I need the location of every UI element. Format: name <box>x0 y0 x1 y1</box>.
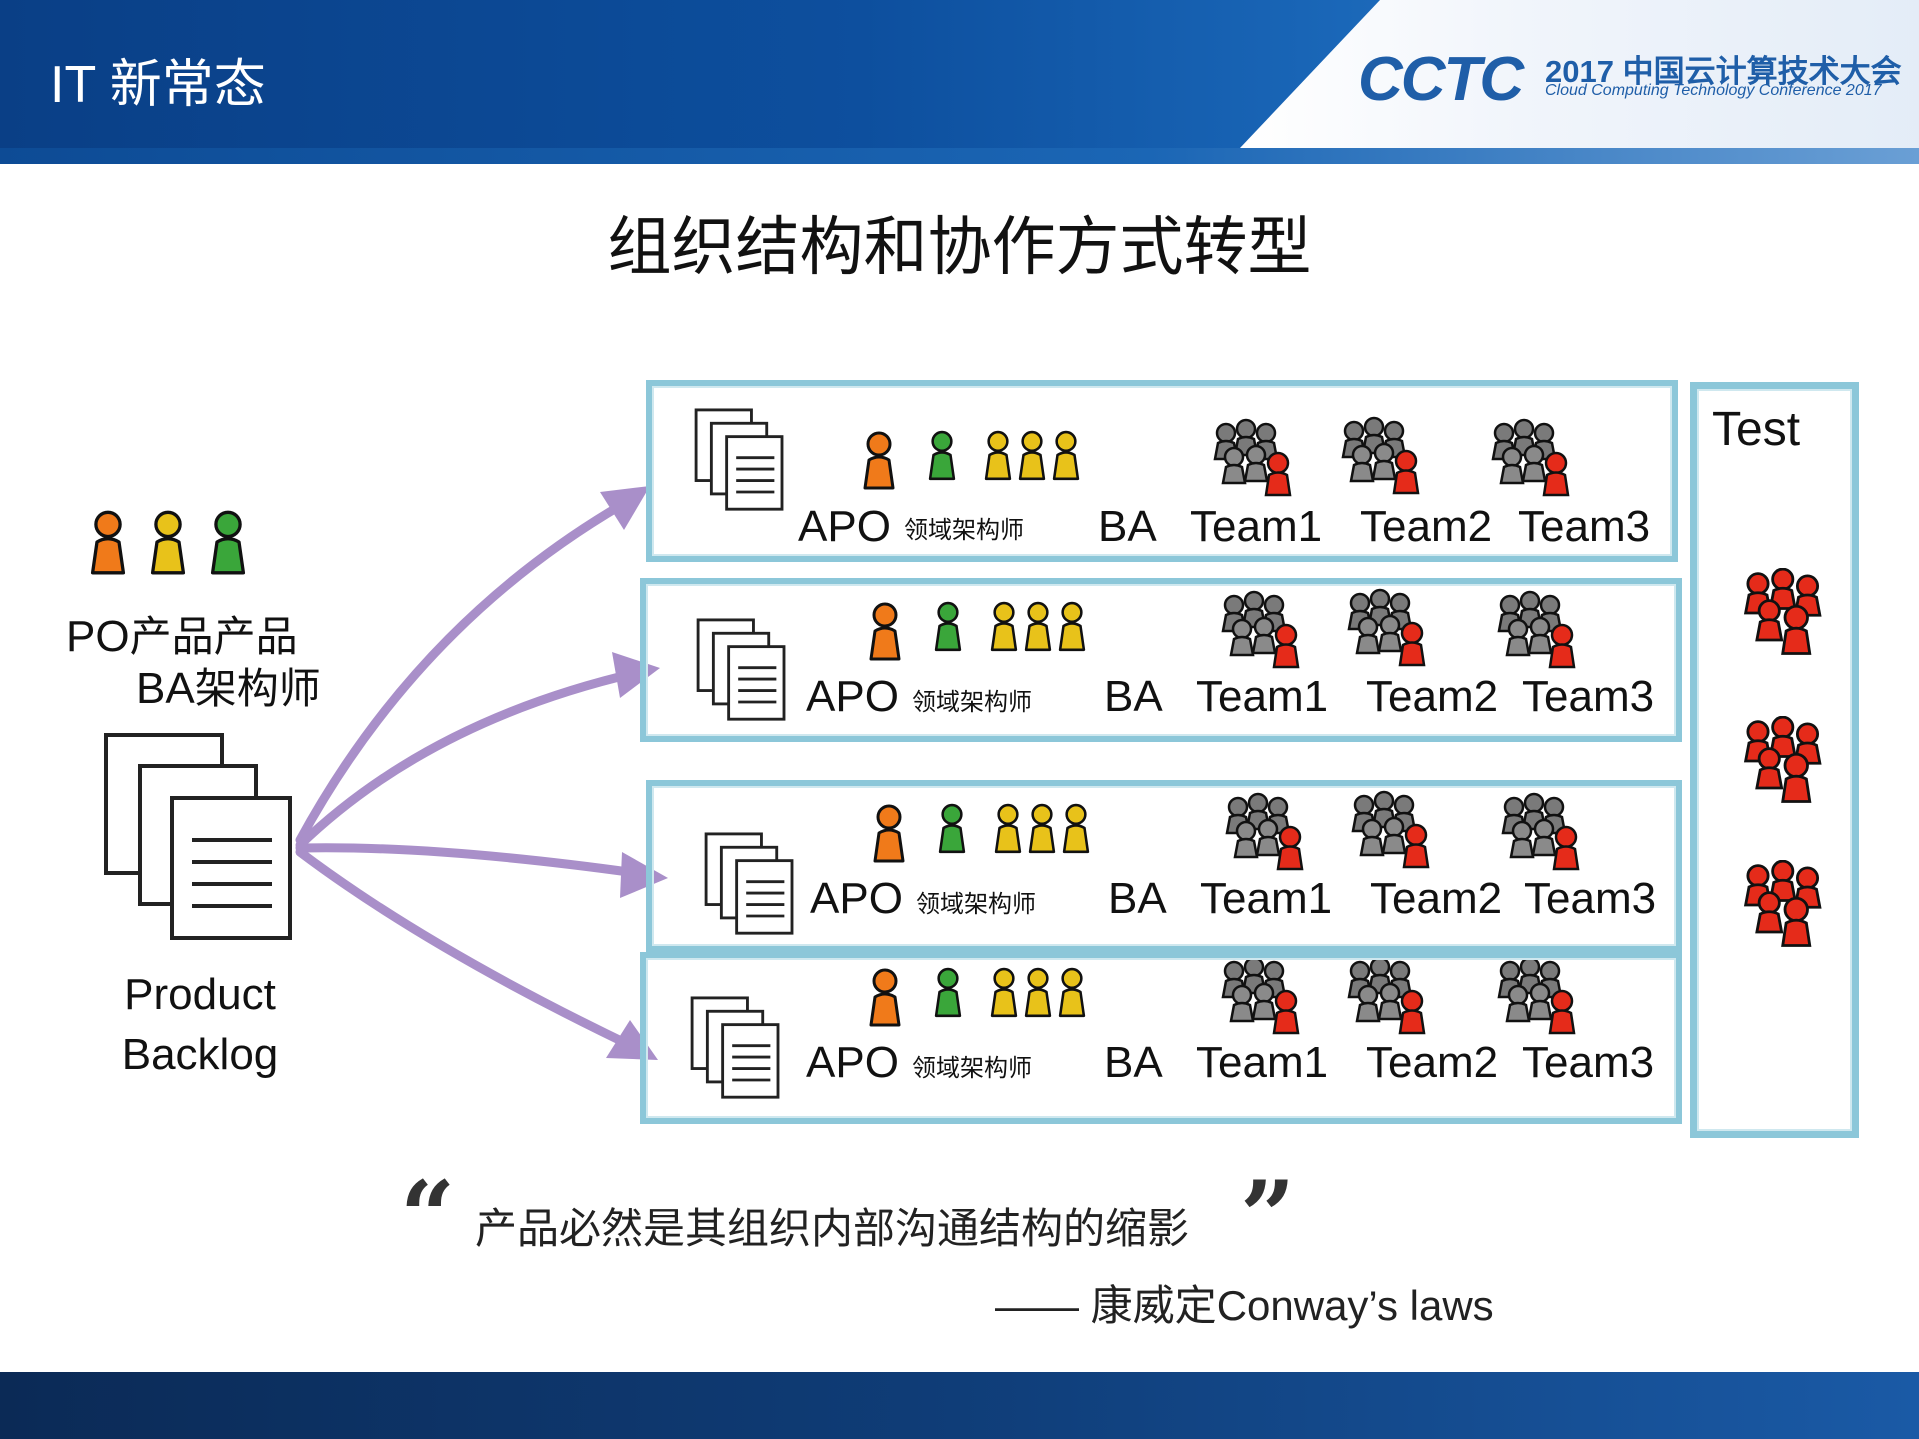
quote-author: —— 康威定Conway’s laws <box>995 1272 1494 1333</box>
team2-label: Team2 <box>1370 874 1503 923</box>
cctc-logo: CCTC <box>1358 45 1524 114</box>
product-backlog-label: Product Backlog <box>100 965 300 1085</box>
team1-label: Team1 <box>1196 1038 1329 1087</box>
slide-footer <box>0 1372 1919 1439</box>
close-quote-mark: ” <box>1240 1160 1296 1273</box>
flow-arrows <box>295 486 668 1060</box>
ba-label: BA <box>1104 1038 1163 1087</box>
po-label: PO产品产品 <box>66 603 298 664</box>
author-en: Conway’s laws <box>1216 1282 1494 1329</box>
team2-label: Team2 <box>1366 1038 1499 1087</box>
quote-text: 产品必然是其组织内部沟通结构的缩影 <box>475 1204 1190 1253</box>
apo-label: APO <box>798 502 891 551</box>
author-dash: —— <box>995 1282 1079 1329</box>
team2-label: Team2 <box>1360 502 1493 551</box>
author-cn: 康威定 <box>1090 1281 1217 1330</box>
team3-label: Team3 <box>1522 672 1655 721</box>
team3-label: Team3 <box>1518 502 1651 551</box>
slide-tag: IT 新常态 <box>50 56 266 114</box>
backlog-line-1: Product <box>124 970 276 1019</box>
team3-label: Team3 <box>1524 874 1657 923</box>
header-band <box>0 148 1919 164</box>
page-title: 组织结构和协作方式转型 <box>607 211 1312 285</box>
domain-architect-label: 领域架构师 <box>912 688 1032 716</box>
conference-name: 2017 中国云计算技术大会 <box>1545 54 1902 89</box>
ba-abbrev: BA <box>136 664 195 713</box>
apo-label: APO <box>810 874 903 923</box>
apo-label: APO <box>806 1038 899 1087</box>
ba-cn: 架构师 <box>194 664 321 713</box>
ba-label: BA <box>1108 874 1167 923</box>
po-cn: 产品产品 <box>129 612 298 661</box>
domain-architect-label: 领域架构师 <box>916 890 1036 918</box>
test-label: Test <box>1712 403 1801 456</box>
backlog-line-2: Backlog <box>121 1030 279 1079</box>
domain-architect-label: 领域架构师 <box>912 1054 1032 1082</box>
po-abbrev: PO <box>66 612 130 661</box>
ba-label: BA架构师 <box>136 655 321 716</box>
open-quote-mark: “ <box>400 1160 456 1273</box>
row-frame-4 <box>640 952 1682 1124</box>
team1-label: Team1 <box>1190 502 1323 551</box>
product-backlog-icon <box>104 733 292 940</box>
team3-label: Team3 <box>1522 1038 1655 1087</box>
ba-label: BA <box>1104 672 1163 721</box>
team2-label: Team2 <box>1366 672 1499 721</box>
ba-label: BA <box>1098 502 1157 551</box>
row-frame-3 <box>646 780 1682 952</box>
team1-label: Team1 <box>1196 672 1329 721</box>
slide-header <box>0 0 1919 148</box>
row-frame-2 <box>640 578 1682 742</box>
domain-architect-label: 领域架构师 <box>904 516 1024 544</box>
team1-label: Team1 <box>1200 874 1333 923</box>
test-column-frame <box>1690 382 1859 1138</box>
row-frame-1 <box>646 380 1678 562</box>
conference-subtitle: Cloud Computing Technology Conference 20… <box>1545 82 1882 99</box>
apo-label: APO <box>806 672 899 721</box>
